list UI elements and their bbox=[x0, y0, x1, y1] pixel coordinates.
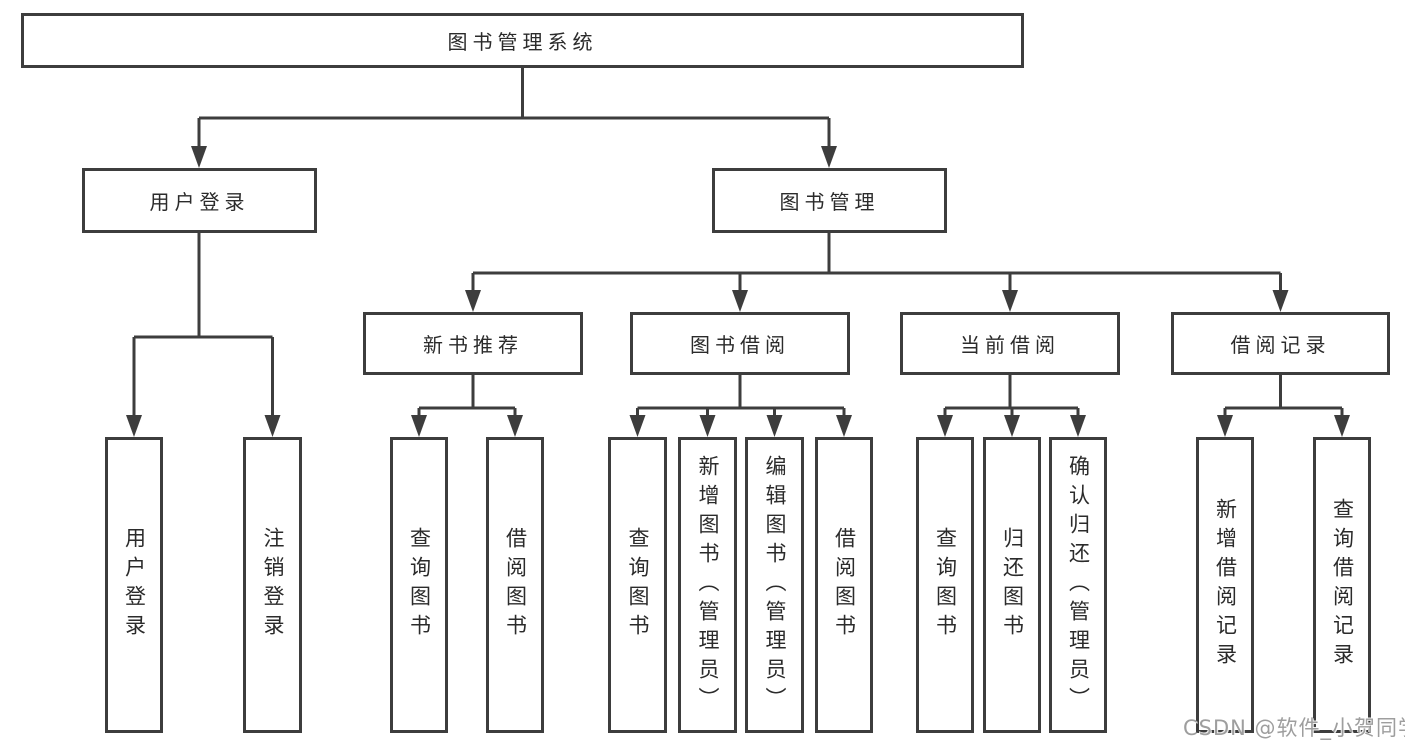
leaf-newbook-borrow-books: 借阅图书 bbox=[486, 437, 544, 733]
node-label: 图书管理 bbox=[779, 190, 880, 214]
node-label: 新增借阅记录 bbox=[1213, 498, 1238, 672]
node-label: 查询图书 bbox=[933, 527, 958, 643]
leaf-logout: 注销登录 bbox=[243, 437, 302, 733]
leaf-borrowing-edit-books-admin: 编辑图书（管理员） bbox=[745, 437, 804, 733]
leaf-borrowing-add-books-admin: 新增图书（管理员） bbox=[678, 437, 737, 733]
leaf-current-confirm-return-admin: 确认归还（管理员） bbox=[1049, 437, 1107, 733]
leaf-records-query-borrow-record: 查询借阅记录 bbox=[1313, 437, 1371, 733]
node-book-borrowing: 图书借阅 bbox=[630, 312, 850, 375]
node-label: 确认归还（管理员） bbox=[1066, 454, 1091, 716]
leaf-records-add-borrow-record: 新增借阅记录 bbox=[1196, 437, 1254, 733]
node-user-login: 用户登录 bbox=[82, 168, 317, 233]
node-label: 查询借阅记录 bbox=[1330, 498, 1355, 672]
node-label: 注销登录 bbox=[261, 527, 285, 643]
node-label: 归还图书 bbox=[1000, 527, 1025, 643]
node-root-library-management-system: 图书管理系统 bbox=[21, 13, 1024, 68]
node-label: 图书管理系统 bbox=[447, 30, 598, 54]
node-label: 查询图书 bbox=[626, 527, 650, 643]
node-label: 新增图书（管理员） bbox=[696, 454, 720, 716]
node-book-management: 图书管理 bbox=[712, 168, 947, 233]
node-label: 借阅记录 bbox=[1230, 333, 1331, 357]
leaf-current-return-books: 归还图书 bbox=[983, 437, 1041, 733]
node-label: 新书推荐 bbox=[423, 333, 523, 357]
node-label: 当前借阅 bbox=[960, 333, 1060, 357]
node-borrow-records: 借阅记录 bbox=[1171, 312, 1390, 375]
node-label: 用户登录 bbox=[122, 527, 147, 643]
node-label: 借阅图书 bbox=[503, 527, 528, 643]
node-new-book-recommend: 新书推荐 bbox=[363, 312, 583, 375]
leaf-borrowing-query-books: 查询图书 bbox=[608, 437, 667, 733]
node-label: 查询图书 bbox=[407, 527, 432, 643]
csdn-watermark: CSDN @软件_小贺同学 bbox=[1183, 716, 1405, 740]
node-current-borrowing: 当前借阅 bbox=[900, 312, 1120, 375]
leaf-borrowing-borrow-books: 借阅图书 bbox=[815, 437, 873, 733]
node-label: 图书借阅 bbox=[690, 333, 790, 357]
leaf-user-login: 用户登录 bbox=[105, 437, 163, 733]
node-label: 用户登录 bbox=[149, 190, 250, 214]
leaf-newbook-query-books: 查询图书 bbox=[390, 437, 448, 733]
node-label: 借阅图书 bbox=[832, 527, 857, 643]
leaf-current-query-books: 查询图书 bbox=[916, 437, 974, 733]
node-label: 编辑图书（管理员） bbox=[763, 454, 787, 716]
